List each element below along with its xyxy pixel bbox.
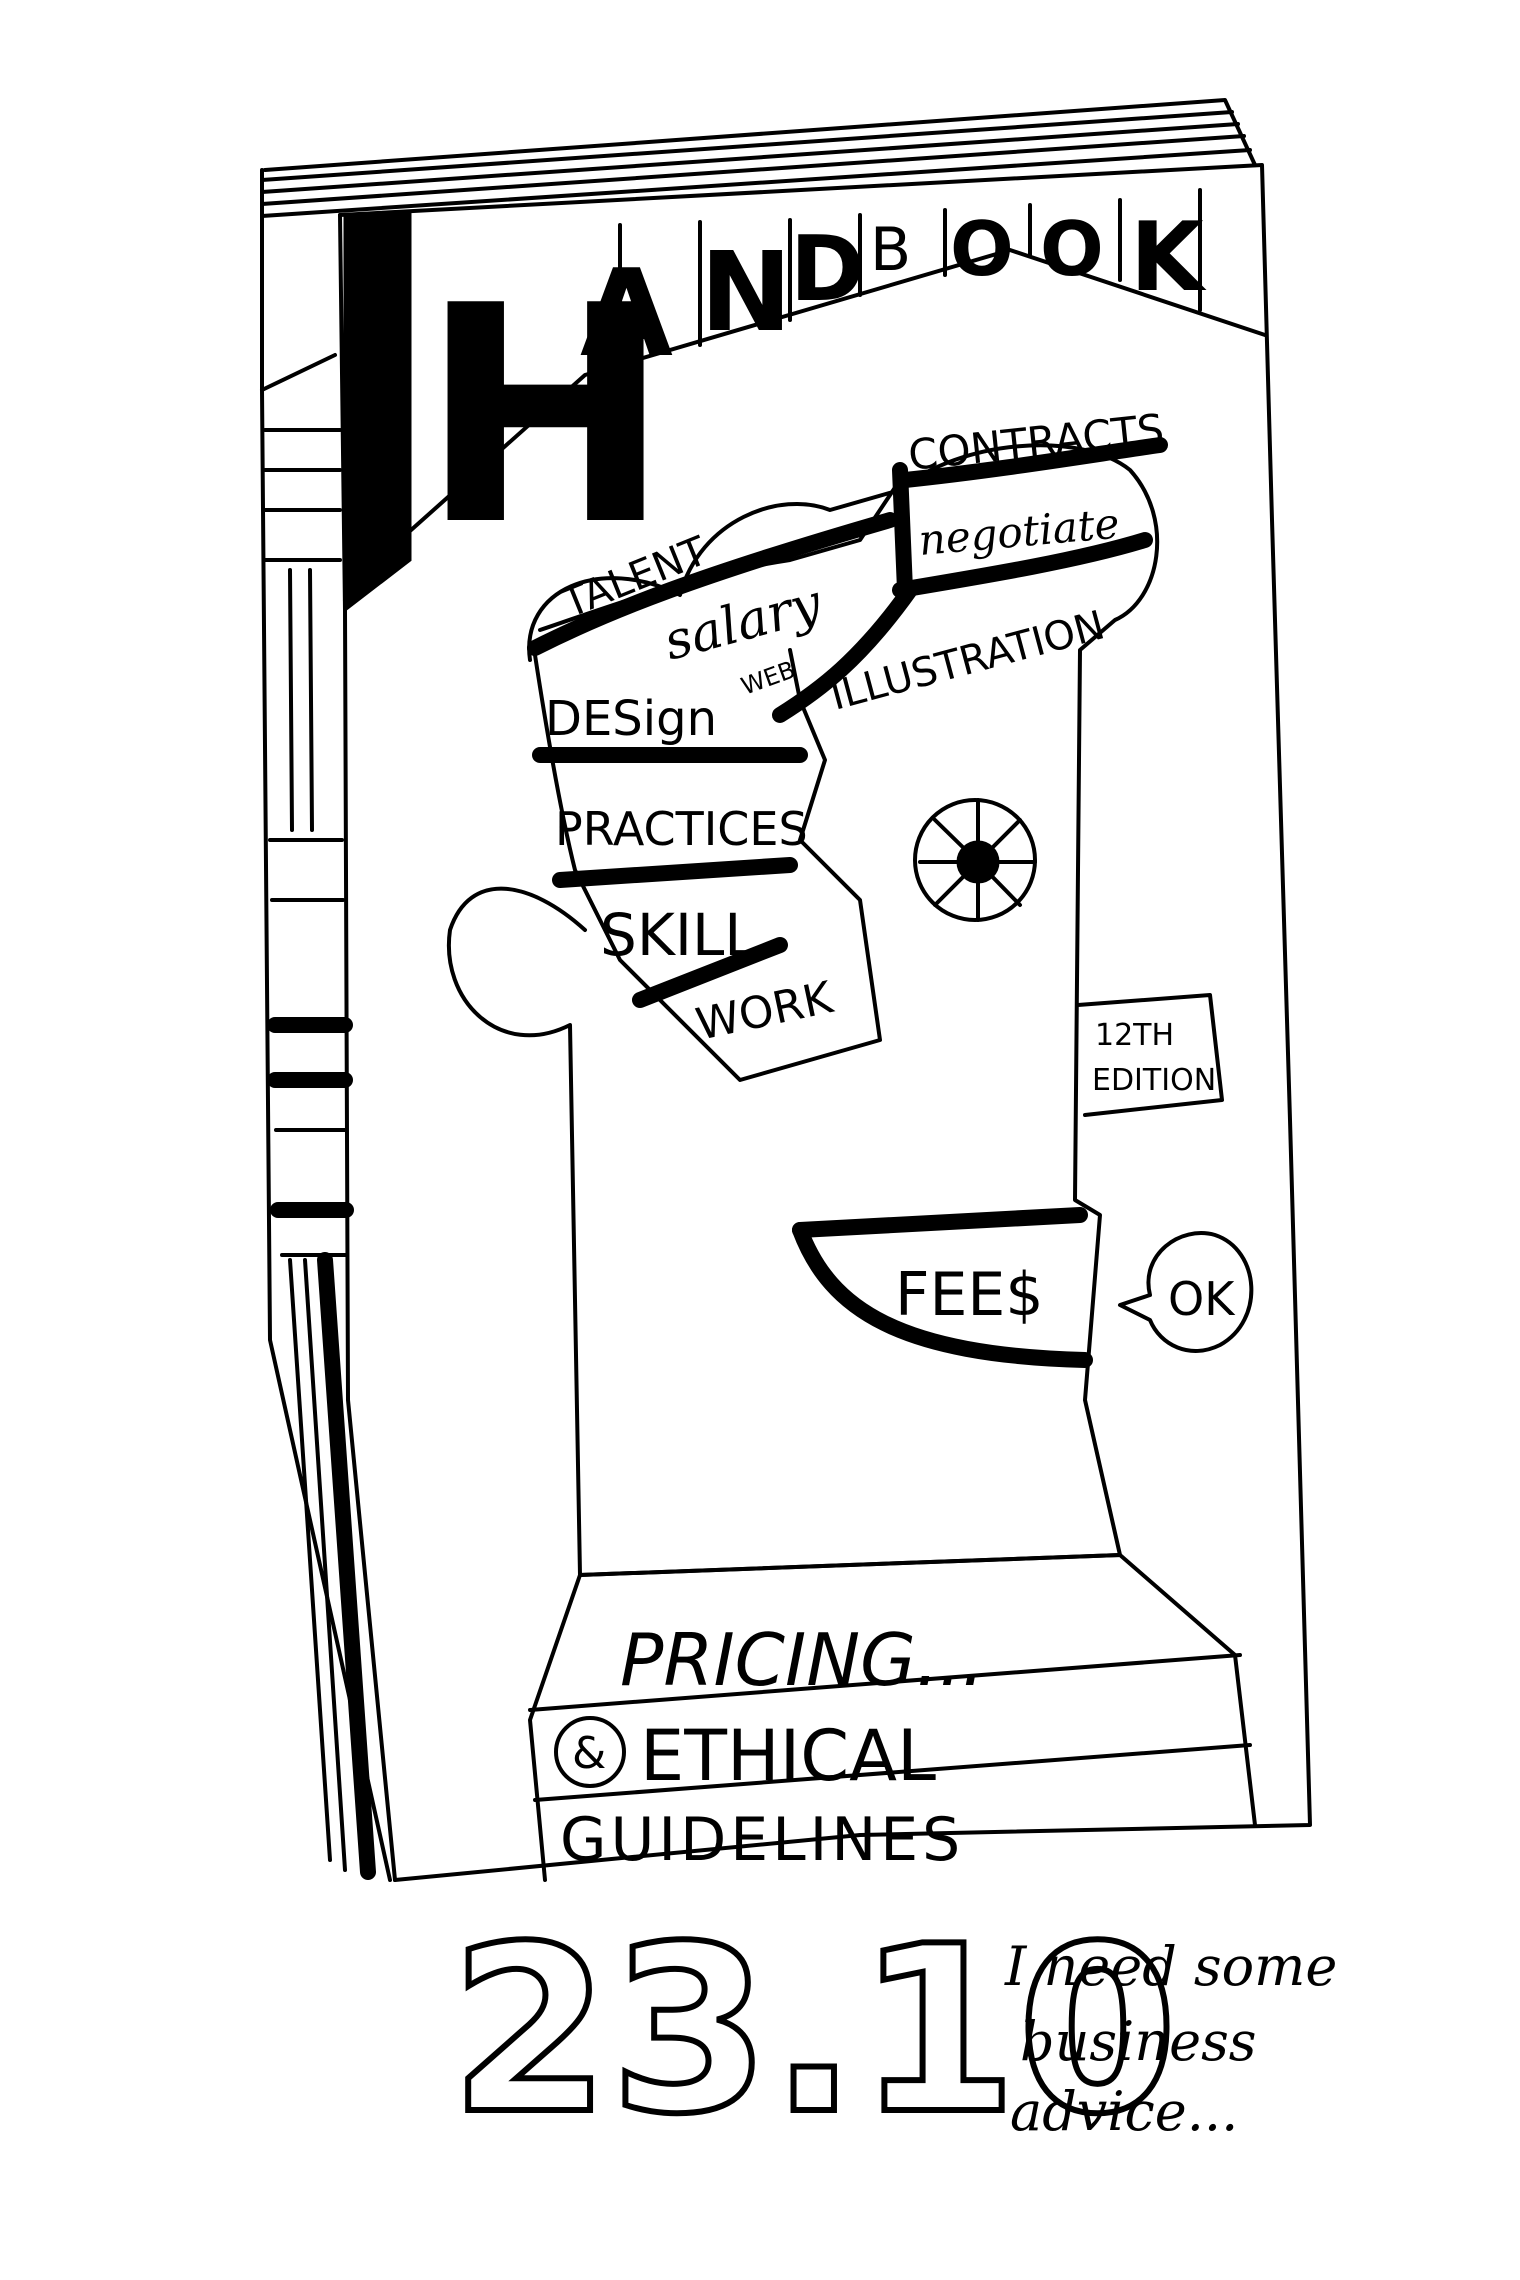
title-letter-d: D xyxy=(790,217,865,322)
word-web: WEB xyxy=(737,655,799,700)
edition-line2: EDITION xyxy=(1092,1063,1216,1098)
word-skill: SKILL xyxy=(600,901,757,969)
book-spine xyxy=(260,168,397,1882)
speech-bubble: OK xyxy=(1118,1231,1254,1353)
title-letter-n: N xyxy=(700,228,792,356)
brain-bands xyxy=(527,437,1168,1008)
base-pricing: PRICING... xyxy=(620,1618,985,1702)
speech-ok: OK xyxy=(1168,1272,1236,1326)
caption-date: 23.10 xyxy=(450,1898,1178,2165)
book-cover-outline xyxy=(338,163,1312,1882)
title-letter-h: H xyxy=(420,242,671,591)
base-ampersand: & xyxy=(572,1728,606,1779)
caption: 23.10 I need some business advice... xyxy=(447,1895,1337,2168)
word-practices: PRACTICES xyxy=(555,802,808,856)
mouth: FEE$ xyxy=(792,1207,1093,1368)
mouth-fees: FEE$ xyxy=(895,1260,1044,1330)
base-plinth: PRICING... & ETHICAL GUIDELINES xyxy=(528,1553,1257,1882)
title-letter-b: B xyxy=(870,215,911,285)
word-design: DESign xyxy=(545,691,717,747)
edition-line1: 12TH xyxy=(1095,1018,1174,1053)
title-letter-o2: O xyxy=(1040,205,1104,293)
eye-icon xyxy=(913,798,1037,922)
caption-note-line3: advice... xyxy=(1010,2080,1238,2143)
title-letter-k: K xyxy=(1130,203,1207,313)
word-illustration: ILLUSTRATION xyxy=(826,602,1110,719)
word-work: WORK xyxy=(692,972,838,1051)
base-guidelines: GUIDELINES xyxy=(560,1805,964,1875)
base-ethical: ETHICAL xyxy=(640,1715,936,1797)
title-letter-a: A xyxy=(580,245,673,384)
handbook-title: H A N D B O O K xyxy=(420,203,1207,591)
caption-note-line1: I need some xyxy=(1004,1935,1337,1998)
title-letter-o1: O xyxy=(950,205,1014,293)
caption-note-line2: business xyxy=(1020,2010,1257,2073)
book-top-pages xyxy=(260,98,1257,218)
edition-tag: 12TH EDITION xyxy=(1076,993,1224,1117)
title-band xyxy=(343,188,1267,614)
